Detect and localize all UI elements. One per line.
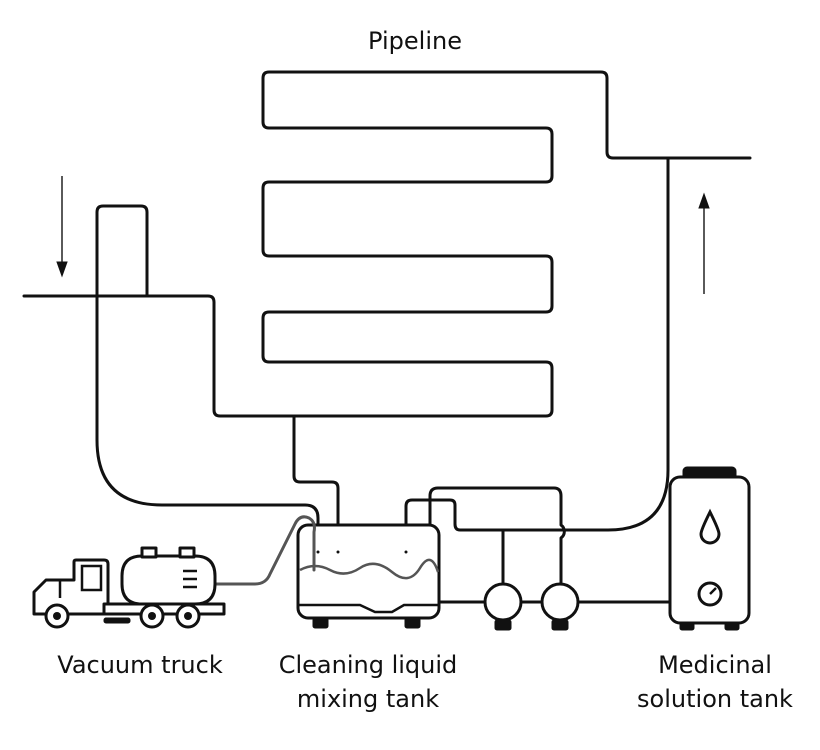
mixing-tank-label-line2: mixing tank <box>296 685 440 713</box>
pipeline-label: Pipeline <box>368 27 462 55</box>
suction-hose <box>212 515 316 586</box>
mixing-tank-label-line1: Cleaning liquid <box>278 651 458 679</box>
mixing-tank-icon <box>296 523 441 629</box>
flow-arrow-down <box>56 176 68 278</box>
pump-icon <box>540 582 580 631</box>
medicinal-tank-label-line1: Medicinal <box>658 651 772 679</box>
solution-tank-icon <box>668 466 751 631</box>
vacuum-truck-icon <box>32 546 226 629</box>
medicinal-tank-label-line2: solution tank <box>637 685 793 713</box>
pipe-riser-loop <box>95 204 320 554</box>
pump-icon <box>483 582 523 631</box>
pipe-bypass-loop <box>428 486 566 587</box>
vacuum-truck-label: Vacuum truck <box>57 651 223 679</box>
gauge-icon <box>697 581 723 607</box>
pipe-branch-inner <box>292 414 340 554</box>
pump-connections <box>437 528 672 604</box>
pipeline-serpentine <box>22 70 752 418</box>
droplet-icon <box>699 508 721 545</box>
flow-arrow-up <box>698 192 710 294</box>
return-pipe <box>404 156 670 554</box>
